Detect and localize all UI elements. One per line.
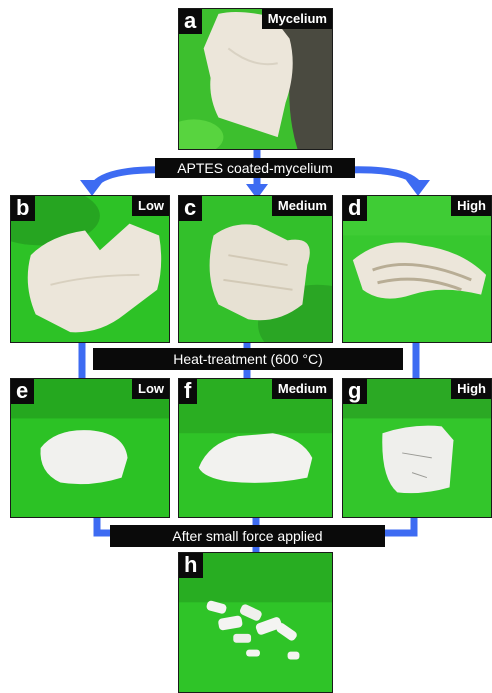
panel-letter: b bbox=[11, 196, 35, 221]
panel-label: Low bbox=[132, 379, 169, 399]
panel-label: Low bbox=[132, 196, 169, 216]
panel-label: Mycelium bbox=[262, 9, 332, 29]
panel-label: Medium bbox=[272, 379, 332, 399]
panel-f: f Medium bbox=[178, 378, 333, 518]
coating-step-banner: APTES coated-mycelium bbox=[155, 158, 355, 178]
low-heated-photo bbox=[11, 379, 169, 517]
panel-e: e Low bbox=[10, 378, 170, 518]
panel-b: b Low bbox=[10, 195, 170, 343]
panel-letter: g bbox=[343, 379, 367, 404]
heat-step-label: Heat-treatment (600 °C) bbox=[173, 351, 323, 367]
arrow-to-d bbox=[346, 170, 418, 184]
panel-letter: d bbox=[343, 196, 367, 221]
panel-letter: e bbox=[11, 379, 34, 404]
panel-h: h bbox=[178, 552, 333, 693]
panel-label: High bbox=[451, 196, 491, 216]
panel-g: g High bbox=[342, 378, 492, 518]
panel-letter: a bbox=[179, 9, 202, 34]
heat-step-banner: Heat-treatment (600 °C) bbox=[93, 348, 403, 370]
coating-step-label: APTES coated-mycelium bbox=[177, 160, 333, 176]
panel-letter: f bbox=[179, 379, 197, 404]
panel-label: Medium bbox=[272, 196, 332, 216]
arrowhead-d bbox=[406, 180, 430, 196]
force-step-banner: After small force applied bbox=[110, 525, 385, 547]
panel-letter: h bbox=[179, 553, 203, 578]
arrow-g-h bbox=[385, 516, 414, 533]
panel-letter: c bbox=[179, 196, 202, 221]
arrowhead-b bbox=[80, 180, 104, 196]
force-step-label: After small force applied bbox=[172, 528, 322, 544]
panel-d: d High bbox=[342, 195, 492, 343]
panel-a: a Mycelium bbox=[178, 8, 333, 150]
medium-heated-photo bbox=[179, 379, 332, 517]
panel-c: c Medium bbox=[178, 195, 333, 343]
panel-label: High bbox=[451, 379, 491, 399]
